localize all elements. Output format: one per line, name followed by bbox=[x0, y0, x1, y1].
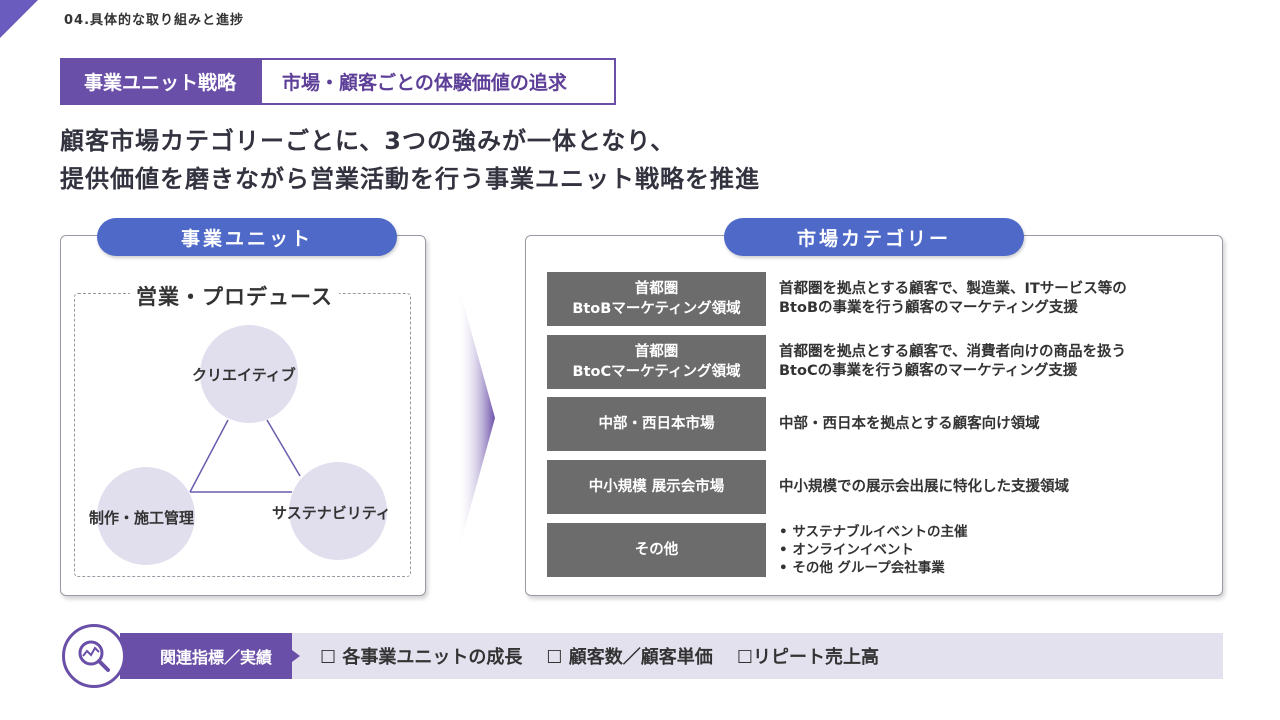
market-row-label-line: その他 bbox=[634, 542, 679, 558]
market-row-desc-line: 首都圏を拠点とする顧客で、消費者向けの商品を扱う bbox=[779, 344, 1126, 360]
market-row-bullet: • その他 グループ会社事業 bbox=[779, 560, 945, 576]
market-row-bullet: • オンラインイベント bbox=[779, 542, 914, 558]
headline: 顧客市場カテゴリーごとに、3つの強みが一体となり、 提供価値を磨きながら営業活動… bbox=[60, 122, 760, 198]
kpi-bar bbox=[120, 633, 1223, 679]
market-row-label-line: BtoBマーケティング領域 bbox=[572, 301, 741, 317]
market-row-label: 首都圏 BtoBマーケティング領域 bbox=[547, 272, 766, 326]
market-row: 首都圏 BtoCマーケティング領域 首都圏を拠点とする顧客で、消費者向けの商品を… bbox=[547, 335, 1197, 389]
kpi-label: 関連指標／実績 bbox=[120, 633, 292, 679]
market-row-label: 中小規模 展示会市場 bbox=[547, 460, 766, 514]
market-row-label-line: 中部・西日本市場 bbox=[598, 416, 715, 432]
headline-line-1: 顧客市場カテゴリーごとに、3つの強みが一体となり、 bbox=[60, 127, 676, 155]
kpi-item: ☐リピート売上高 bbox=[736, 647, 879, 668]
market-row: その他 • サステナブルイベントの主催 • オンラインイベント • その他 グル… bbox=[547, 523, 1197, 577]
market-row: 中小規模 展示会市場 中小規模での展示会出展に特化した支援領域 bbox=[547, 460, 1197, 514]
strength-label-sustainability: サステナビリティ bbox=[272, 504, 391, 522]
market-row: 中部・西日本市場 中部・西日本を拠点とする顧客向け領域 bbox=[547, 397, 1197, 451]
strategy-tag-secondary: 市場・顧客ごとの体験価値の追求 bbox=[260, 58, 617, 105]
market-row-desc-line: 中部・西日本を拠点とする顧客向け領域 bbox=[779, 415, 1040, 432]
market-row-desc: 中部・西日本を拠点とする顧客向け領域 bbox=[779, 415, 1040, 434]
market-category-pill: 市場カテゴリー bbox=[724, 218, 1024, 256]
market-row-label: その他 bbox=[547, 523, 766, 577]
market-row-desc-line: BtoBの事業を行う顧客のマーケティング支援 bbox=[779, 300, 1078, 316]
market-row: 首都圏 BtoBマーケティング領域 首都圏を拠点とする顧客で、製造業、ITサービ… bbox=[547, 272, 1197, 326]
market-row-label-line: 中小規模 展示会市場 bbox=[588, 479, 725, 495]
market-row-label-line: 首都圏 bbox=[634, 281, 679, 297]
strategy-tag-primary: 事業ユニット戦略 bbox=[60, 58, 261, 105]
headline-line-2: 提供価値を磨きながら営業活動を行う事業ユニット戦略を推進 bbox=[60, 165, 760, 193]
market-row-desc: 首都圏を拠点とする顧客で、消費者向けの商品を扱う BtoCの事業を行う顧客のマー… bbox=[779, 343, 1126, 381]
strategy-tag: 事業ユニット戦略 市場・顧客ごとの体験価値の追求 bbox=[60, 58, 617, 105]
market-row-label: 首都圏 BtoCマーケティング領域 bbox=[547, 335, 766, 389]
kpi-items: ☐ 各事業ユニットの成長 ☐ 顧客数／顧客単価 ☐リピート売上高 bbox=[320, 633, 879, 679]
strength-circle-creative bbox=[200, 325, 298, 423]
section-label: 04.具体的な取り組みと進捗 bbox=[64, 13, 245, 28]
kpi-pointer bbox=[292, 650, 300, 662]
magnifier-chart-icon bbox=[62, 624, 126, 688]
market-row-label-line: 首都圏 bbox=[634, 344, 679, 360]
strength-circle-sustainability bbox=[289, 462, 387, 560]
market-row-desc-line: 中小規模での展示会出展に特化した支援領域 bbox=[779, 478, 1069, 495]
strength-label-creative: クリエイティブ bbox=[192, 366, 296, 384]
kpi-item: ☐ 顧客数／顧客単価 bbox=[546, 647, 713, 668]
sales-produce-title: 営業・プロデュース bbox=[130, 281, 339, 311]
market-row-bullet: • サステナブルイベントの主催 bbox=[779, 524, 968, 540]
market-row-desc: 中小規模での展示会出展に特化した支援領域 bbox=[779, 478, 1069, 497]
business-unit-pill: 事業ユニット bbox=[97, 218, 397, 256]
market-row-label-line: BtoCマーケティング領域 bbox=[572, 364, 741, 380]
flow-arrow bbox=[457, 280, 495, 556]
kpi-item: ☐ 各事業ユニットの成長 bbox=[320, 647, 523, 668]
market-row-desc: 首都圏を拠点とする顧客で、製造業、ITサービス等の BtoBの事業を行う顧客のマ… bbox=[779, 280, 1127, 318]
corner-accent bbox=[0, 0, 38, 38]
market-row-label: 中部・西日本市場 bbox=[547, 397, 766, 451]
market-row-desc: • サステナブルイベントの主催 • オンラインイベント • その他 グループ会社… bbox=[779, 523, 968, 577]
strength-circle-production bbox=[97, 467, 195, 565]
strength-label-production: 制作・施工管理 bbox=[89, 509, 195, 527]
market-row-desc-line: 首都圏を拠点とする顧客で、製造業、ITサービス等の bbox=[779, 281, 1127, 297]
market-row-desc-line: BtoCの事業を行う顧客のマーケティング支援 bbox=[779, 363, 1078, 379]
